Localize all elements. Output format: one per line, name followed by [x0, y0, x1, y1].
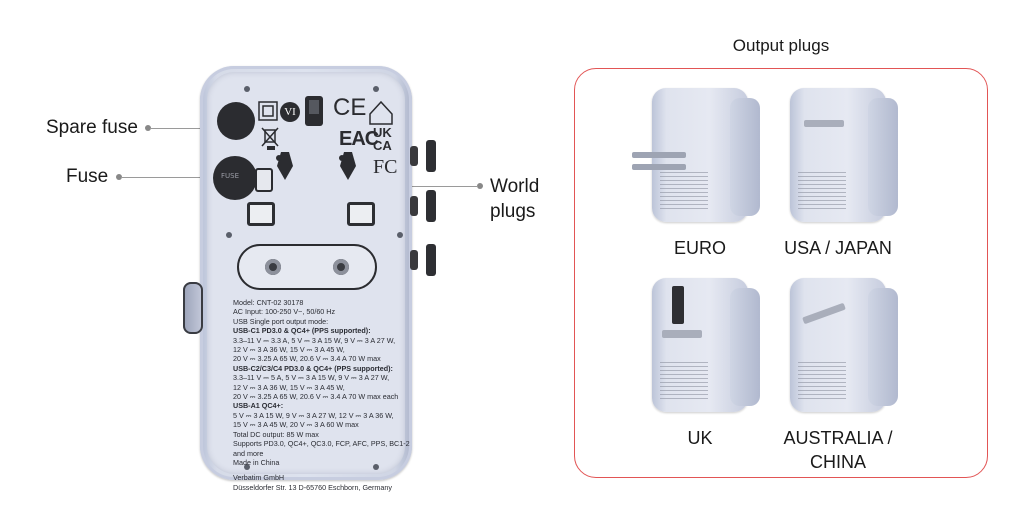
adapter-uk-variant: [652, 278, 760, 412]
output-plugs-title: Output plugs: [732, 36, 830, 55]
plug-label-australia-china: AUSTRALIA / CHINA: [758, 426, 918, 474]
printed-label: [798, 362, 846, 400]
specification-line: and more: [233, 448, 264, 458]
ukca-mark: UK CA: [373, 126, 392, 152]
world-plugs-callout: World plugs: [490, 176, 539, 223]
ukca-line2: CA: [373, 138, 392, 153]
screw: [244, 464, 250, 470]
plug-label-usa-japan: USA / JAPAN: [784, 238, 892, 258]
side-prong[interactable]: [410, 250, 418, 270]
specification-line: USB-A1 QC4+:: [233, 401, 284, 411]
printed-label: [798, 172, 846, 210]
world-plugs-line1: World: [490, 176, 540, 197]
specification-line: Düsseldorfer Str. 13 D-65760 Eschborn, G…: [233, 482, 392, 492]
specification-line: Model: CNT-02 30178: [233, 298, 304, 307]
travel-adapter-back: VI CE EAC UK CA FC FUSE Model: CNT-02 30…: [200, 66, 412, 492]
adapter-side: [730, 288, 760, 406]
specification-line: USB-C1 PD3.0 & QC4+ (PPS supported):: [233, 326, 371, 336]
screw: [244, 86, 250, 92]
world-plug-sockets: [267, 146, 356, 180]
adapter-side: [868, 98, 898, 216]
euro-pins: [632, 164, 686, 170]
specification-line: Verbatim GmbH: [233, 473, 285, 483]
world-plugs-pointer-dot: [477, 183, 483, 189]
euro-socket: [237, 244, 377, 290]
specification-line: 12 V ⎓ 3 A 36 W, 15 V ⎓ 3 A 45 W,: [233, 382, 345, 392]
spare-fuse-pointer-line: [150, 128, 220, 129]
specification-line: AC Input: 100-250 V~, 50/60 Hz: [233, 307, 336, 317]
side-prong-head: [426, 140, 436, 172]
certification-marks: [258, 96, 393, 147]
plug-label-uk: UK: [687, 428, 713, 448]
fuse-latch: [255, 168, 273, 192]
uk-pins: [662, 330, 702, 338]
fuse-marking: FUSE: [221, 172, 240, 180]
specification-line: 5 V ⎓ 3 A 15 W, 9 V ⎓ 3 A 27 W, 12 V ⎓ 3…: [233, 410, 394, 420]
specification-line: Made in China: [233, 457, 280, 467]
world-plugs-line2: plugs: [490, 201, 536, 222]
adapter-side: [868, 288, 898, 406]
fuse-pointer-dot: [116, 174, 122, 180]
screw: [397, 232, 403, 238]
euro-socket-hole-left: [265, 259, 281, 275]
usa-pins: [804, 120, 844, 127]
specification-line: 12 V ⎓ 3 A 36 W, 15 V ⎓ 3 A 45 W,: [233, 345, 345, 355]
specification-line: 20 V ⎓ 3.25 A 65 W, 20.6 V ⎓ 3.4 A 70 W …: [233, 354, 381, 364]
side-prong-head: [426, 190, 436, 222]
screw: [373, 86, 379, 92]
eac-mark: EAC: [339, 128, 379, 150]
class-ii-mark: VI: [280, 102, 300, 122]
screw: [226, 232, 232, 238]
specification-line: Total DC output: 85 W max: [233, 429, 319, 439]
ukca-line1: UK: [373, 125, 392, 140]
adapter-usa-japan-variant: [790, 88, 898, 222]
specification-line: 3.3–11 V ⎓ 5 A, 5 V ⎓ 3 A 15 W, 9 V ⎓ 3 …: [233, 373, 390, 383]
fcc-mark: FC: [373, 156, 398, 178]
uk-pins: [672, 286, 684, 324]
specification-line: USB Single port output mode:: [233, 316, 329, 326]
adapter-side: [730, 98, 760, 216]
flat-pin-socket-left: [247, 202, 275, 226]
specification-line: Supports PD3.0, QC4+, QC3.0, FCP, AFC, P…: [233, 439, 410, 449]
screw: [373, 464, 379, 470]
ce-mark: CE: [333, 94, 367, 121]
specification-line: 3.3–11 V ⎓ 3.3 A, 5 V ⎓ 3 A 15 W, 9 V ⎓ …: [233, 335, 396, 345]
fuse-callout: Fuse: [66, 166, 109, 187]
slider-tab[interactable]: [183, 282, 203, 334]
side-prong[interactable]: [410, 146, 418, 166]
plug-label-euro: EURO: [673, 238, 726, 258]
fuse-pointer-line: [121, 177, 221, 178]
adapter-australia-china-variant: [790, 278, 898, 412]
output-plugs-panel: [574, 68, 988, 478]
spare-fuse-pointer-dot: [145, 125, 151, 131]
flat-pin-socket-right: [347, 202, 375, 226]
plug-label-australia-line1: AUSTRALIA /: [783, 428, 893, 448]
adapter-euro-variant: [632, 88, 760, 222]
adapter-face: VI CE EAC UK CA FC FUSE Model: CNT-02 30…: [207, 72, 410, 492]
specification-line: USB-C2/C3/C4 PD3.0 & QC4+ (PPS supported…: [233, 363, 393, 373]
printed-label: [660, 362, 708, 400]
euro-socket-hole-right: [333, 259, 349, 275]
plug-label-china-line2: CHINA: [809, 452, 866, 472]
au-pins: [802, 302, 846, 325]
side-prong[interactable]: [410, 196, 418, 216]
printed-label: [660, 172, 708, 210]
world-plugs-pointer-line: [368, 186, 478, 187]
spare-fuse-holder: [217, 102, 255, 140]
specification-line: 15 V ⎓ 3 A 45 W, 20 V ⎓ 3 A 60 W max: [233, 420, 359, 430]
side-prong-head: [426, 244, 436, 276]
euro-pins: [632, 152, 686, 158]
fuse-holder: FUSE: [213, 156, 257, 200]
specification-line: 20 V ⎓ 3.25 A 65 W, 20.6 V ⎓ 3.4 A 70 W …: [233, 392, 399, 402]
spare-fuse-callout: Spare fuse: [46, 117, 138, 138]
